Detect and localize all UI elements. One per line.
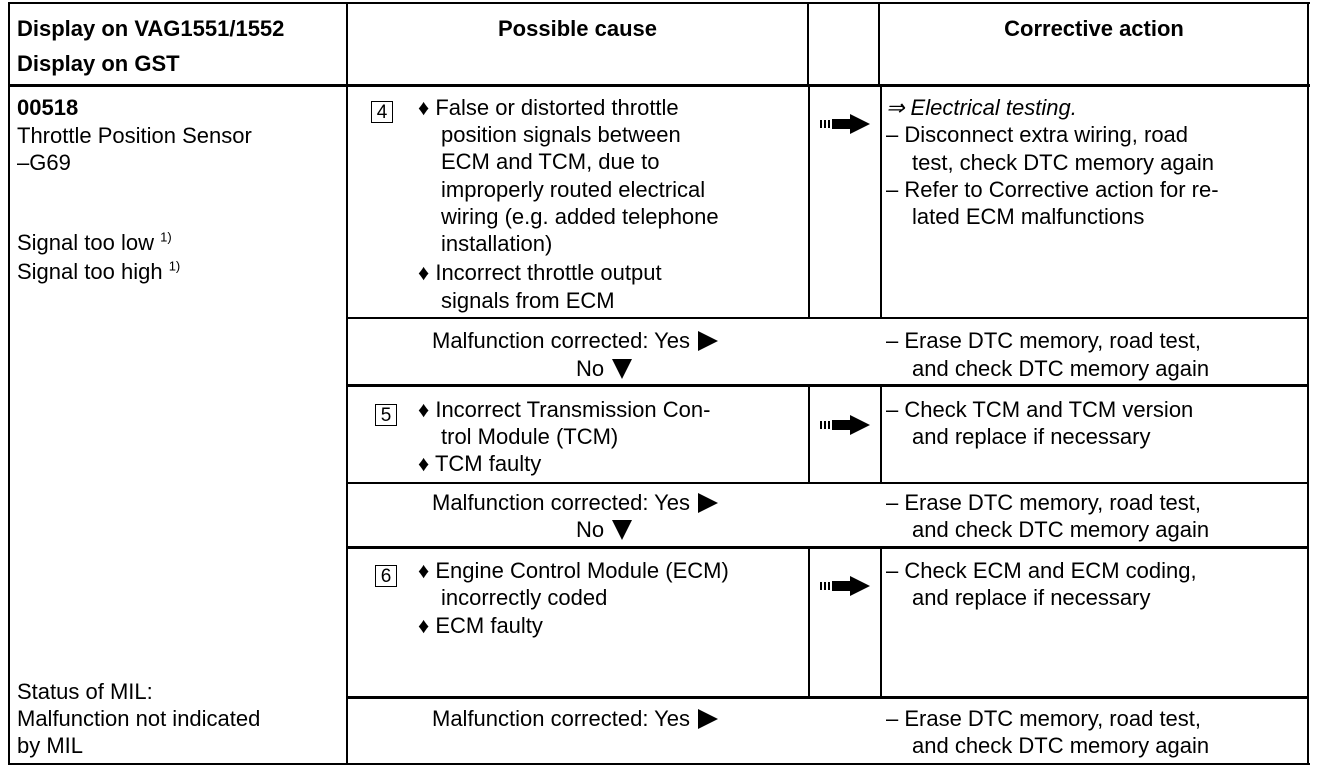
corrected-3-action-1: – Erase DTC memory, road test, xyxy=(886,706,1202,731)
step6-div-b xyxy=(880,548,882,697)
corrected-1-action-2: and check DTC memory again xyxy=(912,356,1210,381)
sensor-name: Throttle Position Sensor xyxy=(17,123,252,148)
step4-cause-8: signals from ECM xyxy=(441,288,615,313)
step-number-4: 4 xyxy=(371,101,393,123)
arrow-right-icon xyxy=(820,576,870,596)
step4-cause-7: ♦ Incorrect throttle output xyxy=(418,260,662,285)
row-divider-1 xyxy=(346,317,1309,319)
triangle-right-icon xyxy=(698,709,719,729)
signal-too-low: Signal too low 1) xyxy=(17,229,172,255)
header-col1-line1: Display on VAG1551/1552 xyxy=(17,16,285,41)
step-number-6: 6 xyxy=(375,565,397,587)
step6-cause-3: ♦ ECM faulty xyxy=(418,613,543,638)
step5-cause-1: ♦ Incorrect Transmission Con- xyxy=(418,397,711,422)
sensor-id: –G69 xyxy=(17,150,71,175)
corrected-2-action-2: and check DTC memory again xyxy=(912,517,1210,542)
step5-cause-3: ♦ TCM faulty xyxy=(418,451,542,476)
step4-cause-6: installation) xyxy=(441,231,553,256)
step6-cause-2: incorrectly coded xyxy=(441,585,608,610)
step4-action-5: lated ECM malfunctions xyxy=(912,204,1145,229)
col-divider-arrow-right-head xyxy=(878,2,880,85)
dtc-code: 00518 xyxy=(17,95,79,120)
arrow-right-icon xyxy=(820,114,870,134)
step5-action-1: – Check TCM and TCM version xyxy=(886,397,1194,422)
triangle-down-icon xyxy=(612,520,633,540)
table-border-bottom xyxy=(8,763,1310,765)
table-border-left xyxy=(8,2,10,765)
mil-status-line2: Malfunction not indicated xyxy=(17,706,261,731)
row-divider-5 xyxy=(346,696,1309,699)
step4-action-4: – Refer to Corrective action for re- xyxy=(886,177,1219,202)
step4-action-1: ⇒ Electrical testing. xyxy=(886,95,1077,120)
table-border-right xyxy=(1307,2,1309,765)
step6-div-a xyxy=(808,548,810,697)
header-possible-cause: Possible cause xyxy=(498,16,657,41)
step5-div-b xyxy=(880,386,882,483)
step4-div-b xyxy=(880,86,882,318)
mil-status-line3: by MIL xyxy=(17,733,84,758)
step5-cause-2: trol Module (TCM) xyxy=(441,424,619,449)
step4-action-3: test, check DTC memory again xyxy=(912,150,1214,175)
corrected-3-action-2: and check DTC memory again xyxy=(912,733,1210,758)
step6-action-2: and replace if necessary xyxy=(912,585,1151,610)
corrected-1-action-1: – Erase DTC memory, road test, xyxy=(886,328,1202,353)
corrected-1-label: Malfunction corrected: Yes xyxy=(432,327,719,354)
triangle-right-icon xyxy=(698,493,719,513)
step6-cause-1: ♦ Engine Control Module (ECM) xyxy=(418,558,729,583)
corrected-2-action-1: – Erase DTC memory, road test, xyxy=(886,490,1202,515)
header-corrective-action: Corrective action xyxy=(1004,16,1184,41)
table-border-top xyxy=(8,2,1310,4)
col-divider-arrow-left-head xyxy=(807,2,809,85)
step6-action-1: – Check ECM and ECM coding, xyxy=(886,558,1197,583)
row-divider-3 xyxy=(346,482,1309,484)
step4-cause-4: improperly routed electrical xyxy=(441,177,706,202)
step-number-5: 5 xyxy=(375,404,397,426)
corrected-1-no: No xyxy=(576,355,633,382)
mil-status-label: Status of MIL: xyxy=(17,679,153,704)
step5-div-a xyxy=(808,386,810,483)
step4-cause-3: ECM and TCM, due to xyxy=(441,149,660,174)
step4-cause-2: position signals between xyxy=(441,122,681,147)
col-divider-1 xyxy=(346,2,348,765)
corrected-2-no: No xyxy=(576,516,633,543)
step4-div-a xyxy=(808,86,810,318)
step5-action-2: and replace if necessary xyxy=(912,424,1151,449)
corrected-3-label: Malfunction corrected: Yes xyxy=(432,705,719,732)
arrow-right-icon xyxy=(820,415,870,435)
header-divider xyxy=(8,84,1310,87)
header-col1-line2: Display on GST xyxy=(17,51,180,76)
row-divider-4 xyxy=(346,546,1309,549)
signal-too-high: Signal too high 1) xyxy=(17,258,181,284)
triangle-down-icon xyxy=(612,359,633,379)
row-divider-2 xyxy=(346,384,1309,387)
triangle-right-icon xyxy=(698,331,719,351)
corrected-2-label: Malfunction corrected: Yes xyxy=(432,489,719,516)
step4-cause-1: ♦ False or distorted throttle xyxy=(418,95,679,120)
step4-cause-5: wiring (e.g. added telephone xyxy=(441,204,719,229)
step4-action-2: – Disconnect extra wiring, road xyxy=(886,122,1189,147)
